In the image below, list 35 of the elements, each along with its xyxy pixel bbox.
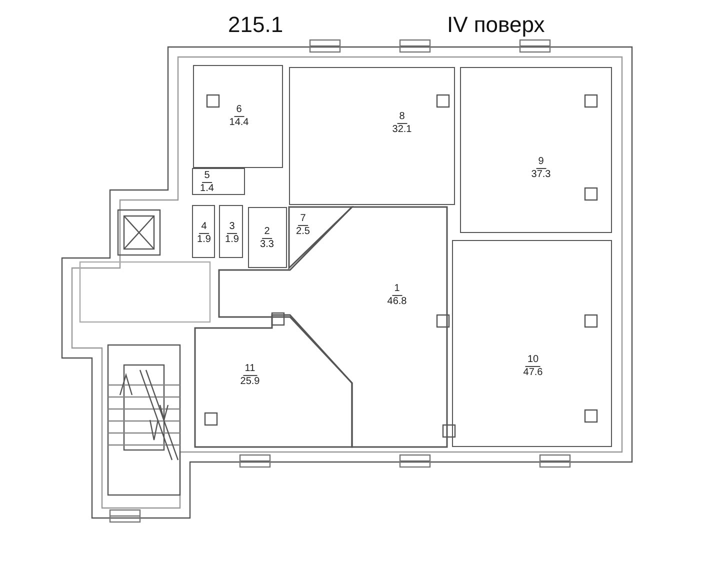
- room-number: 9: [536, 156, 546, 168]
- room: [248, 207, 287, 268]
- room-area: 3.3: [260, 238, 274, 250]
- plan-label: IV поверх: [447, 12, 545, 38]
- room-area: 2.5: [296, 226, 310, 237]
- room-number: 7: [298, 213, 308, 226]
- room-area: 1.9: [197, 234, 211, 245]
- room: [192, 205, 215, 258]
- room: [219, 205, 243, 258]
- room-number: 5: [202, 170, 212, 182]
- room-number: 11: [242, 363, 258, 376]
- room-number: 2: [262, 226, 272, 238]
- room: [219, 207, 447, 447]
- room-area: 32.1: [392, 124, 412, 135]
- room-area: 25.9: [240, 376, 260, 387]
- room-number: 1: [392, 283, 402, 296]
- room-area: 1.9: [225, 234, 239, 245]
- room-area: 46.8: [387, 296, 407, 307]
- room-number: 3: [227, 221, 237, 234]
- room-area: 1.4: [200, 182, 214, 194]
- room-number: 8: [397, 111, 407, 124]
- room-area: 47.6: [523, 366, 543, 378]
- room: [195, 315, 352, 447]
- room: [452, 240, 612, 447]
- room: [192, 168, 245, 195]
- room: [289, 67, 455, 205]
- room-area: 14.4: [229, 116, 249, 128]
- room: [460, 67, 612, 233]
- room: [193, 65, 283, 168]
- room: [289, 207, 352, 268]
- plan-label: 215.1: [228, 12, 284, 38]
- room-number: 6: [234, 104, 244, 116]
- room-number: 10: [525, 354, 541, 366]
- room-number: 4: [199, 221, 209, 234]
- room-area: 37.3: [531, 168, 551, 180]
